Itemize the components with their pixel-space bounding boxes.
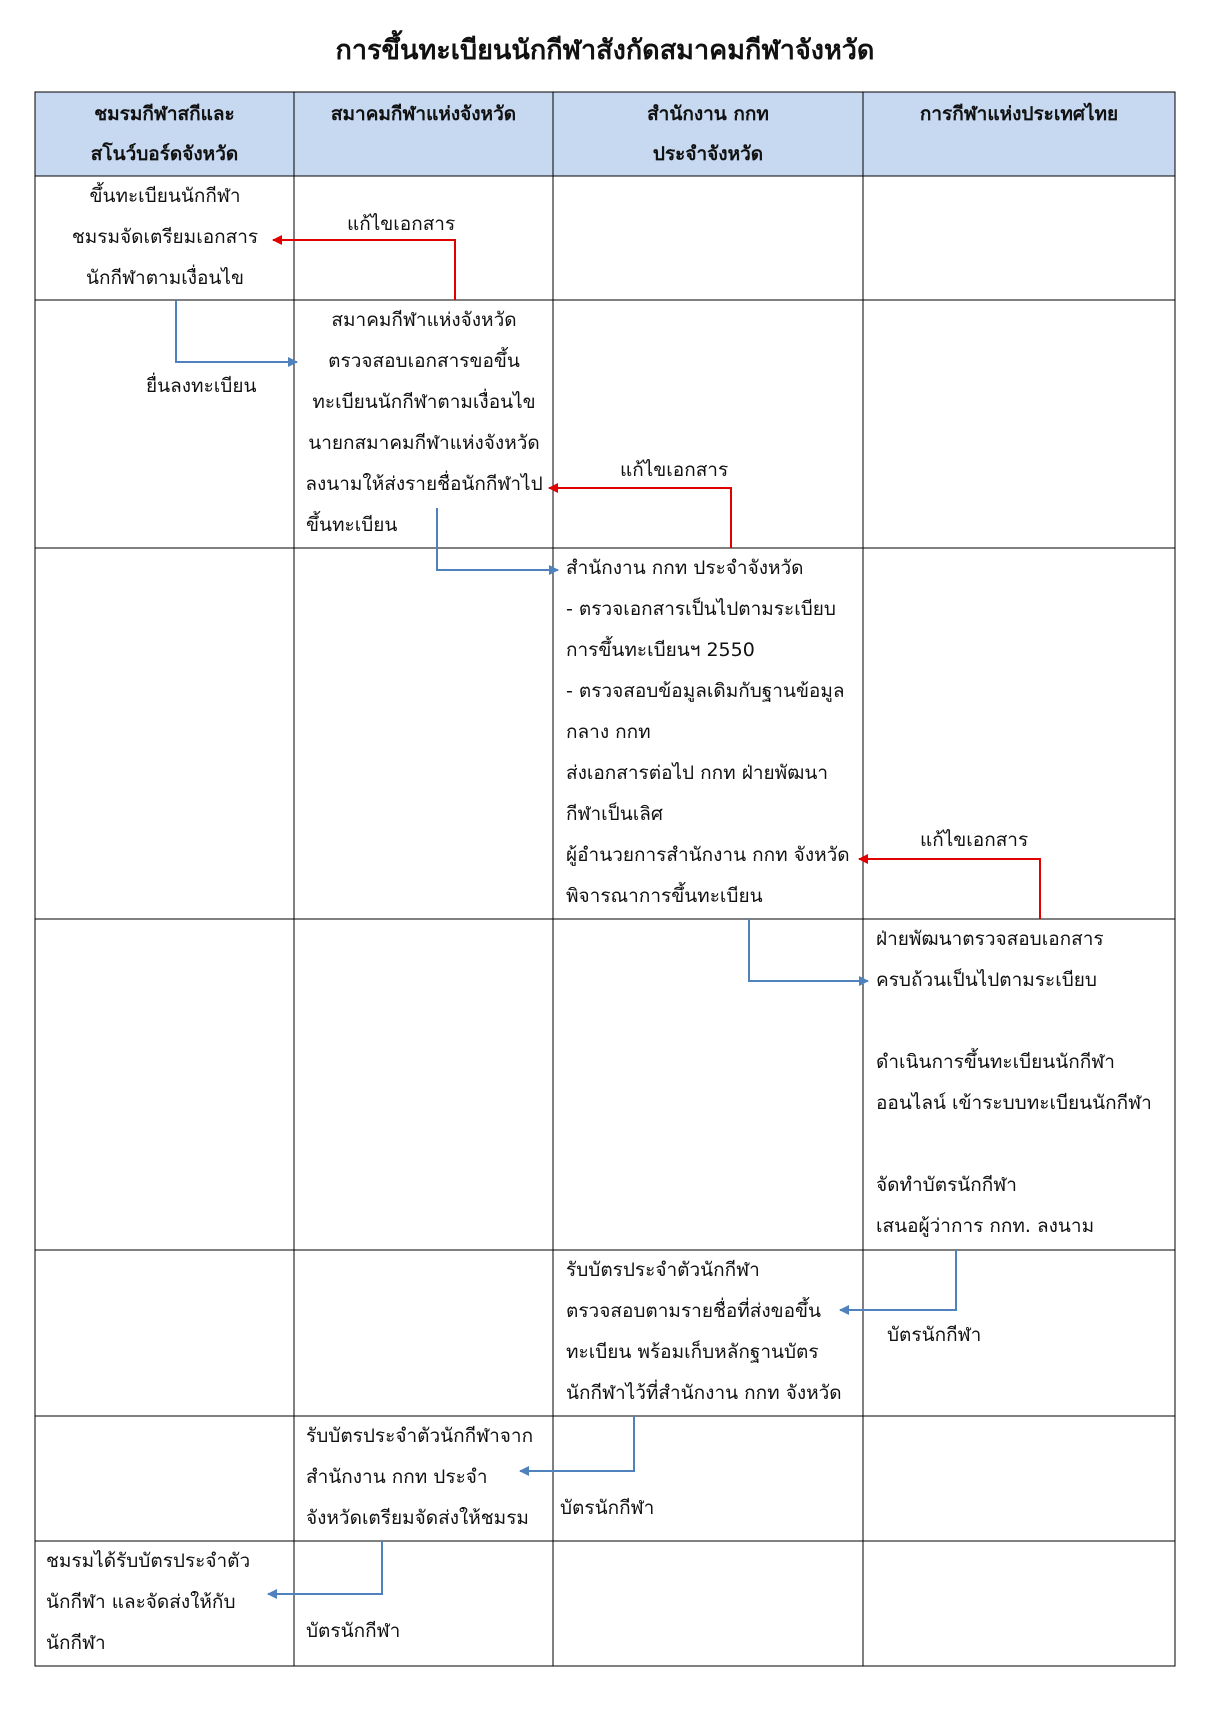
step-line: ออนไลน์ เข้าระบบทะเบียนนักกีฬา xyxy=(876,1092,1152,1114)
step-line: สำนักงาน กกท ประจำ xyxy=(306,1466,488,1488)
step-line: จัดทำบัตรนักกีฬา xyxy=(876,1174,1017,1196)
arrow-office-to-sat xyxy=(748,919,869,986)
step-line: ลงนามให้ส่งรายชื่อนักกีฬาไป xyxy=(305,473,543,495)
step-spacer xyxy=(876,1124,1174,1165)
step-line: สำนักงาน กกท ประจำจังหวัด xyxy=(566,557,804,579)
arrow-assoc-to-office xyxy=(436,508,559,575)
step-line: นักกีฬาตามเงื่อนไข xyxy=(86,267,244,289)
step-line: การขึ้นทะเบียนฯ 2550 xyxy=(566,639,755,661)
step-line: จังหวัดเตรียมจัดส่งให้ชมรม xyxy=(306,1507,529,1529)
arrow-fix-docs-3 xyxy=(858,854,1041,919)
step-club-register: ขึ้นทะเบียนนักกีฬา ชมรมจัดเตรียมเอกสาร น… xyxy=(55,176,275,299)
step-line: ขึ้นทะเบียน xyxy=(306,514,398,536)
step-line: ดำเนินการขึ้นทะเบียนนักกีฬา xyxy=(876,1051,1115,1073)
lane-header-line: การกีฬาแห่งประเทศไทย xyxy=(919,103,1119,125)
step-line: นักกีฬา และจัดส่งให้กับ xyxy=(46,1591,236,1613)
step-line: ตรวจสอบเอกสารขอขึ้น xyxy=(328,350,520,372)
step-line: ชมรมจัดเตรียมเอกสาร xyxy=(71,226,259,248)
arrow-card-1 xyxy=(839,1250,957,1315)
step-line: นายกสมาคมกีฬาแห่งจังหวัด xyxy=(308,432,540,454)
step-line: กีฬาเป็นเลิศ xyxy=(566,803,663,825)
step-line: - ตรวจสอบข้อมูลเดิมกับฐานข้อมูล xyxy=(566,680,845,702)
step-line: นักกีฬา xyxy=(46,1632,106,1654)
arrow-submit xyxy=(175,300,298,367)
step-line: เสนอผู้ว่าการ กกท. ลงนาม xyxy=(876,1215,1095,1237)
arrow-card-3 xyxy=(267,1541,383,1599)
step-line: ขึ้นทะเบียนนักกีฬา xyxy=(89,185,241,207)
step-line: ฝ่ายพัฒนาตรวจสอบเอกสาร xyxy=(876,928,1104,950)
step-line: ชมรมได้รับบัตรประจำตัว xyxy=(46,1550,251,1572)
step-association-receive: รับบัตรประจำตัวนักกีฬาจาก สำนักงาน กกท ป… xyxy=(306,1416,552,1539)
step-line: พิจารณาการขึ้นทะเบียน xyxy=(566,885,763,907)
lane-header-sat: การกีฬาแห่งประเทศไทย xyxy=(863,92,1175,176)
lane-header-line: ชมรมกีฬาสกีและ xyxy=(94,103,235,125)
step-line: รับบัตรประจำตัวนักกีฬาจาก xyxy=(306,1425,534,1447)
step-line: สมาคมกีฬาแห่งจังหวัด xyxy=(331,309,517,331)
step-line: ทะเบียน พร้อมเก็บหลักฐานบัตร xyxy=(566,1341,819,1363)
lane-header-provincial-office: สำนักงาน กกท ประจำจังหวัด xyxy=(553,92,863,176)
edge-label-fix-docs-1: แก้ไขเอกสาร xyxy=(347,213,456,235)
edge-label-card-2: บัตรนักกีฬา xyxy=(560,1497,655,1519)
lane-header-club: ชมรมกีฬาสกีและ สโนว์บอร์ดจังหวัด xyxy=(35,92,294,176)
step-line: กลาง กกท xyxy=(566,721,651,743)
step-line: ตรวจสอบตามรายชื่อที่ส่งขอขึ้น xyxy=(566,1300,822,1322)
edge-label-card-1: บัตรนักกีฬา xyxy=(887,1324,982,1346)
edge-label-fix-docs-3: แก้ไขเอกสาร xyxy=(920,829,1029,851)
step-line: ผู้อำนวยการสำนักงาน กกท จังหวัด xyxy=(566,844,850,866)
step-line: ส่งเอกสารต่อไป กกท ฝ่ายพัฒนา xyxy=(566,762,829,784)
step-provincial-office-check: สำนักงาน กกท ประจำจังหวัด - ตรวจเอกสารเป… xyxy=(566,548,862,917)
lane-header-line: สมาคมกีฬาแห่งจังหวัด xyxy=(330,103,517,125)
step-provincial-office-receive: รับบัตรประจำตัวนักกีฬา ตรวจสอบตามรายชื่อ… xyxy=(566,1250,862,1414)
step-association-check: สมาคมกีฬาแห่งจังหวัด ตรวจสอบเอกสารขอขึ้น… xyxy=(298,300,550,546)
step-club-receive: ชมรมได้รับบัตรประจำตัว นักกีฬา และจัดส่ง… xyxy=(46,1541,292,1664)
step-line: รับบัตรประจำตัวนักกีฬา xyxy=(566,1259,760,1281)
page-title: การขึ้นทะเบียนนักกีฬาสังกัดสมาคมกีฬาจังห… xyxy=(335,35,875,66)
step-spacer xyxy=(876,1001,1174,1042)
lane-header-line: สำนักงาน กกท xyxy=(647,103,769,125)
lane-header-line: สโนว์บอร์ดจังหวัด xyxy=(90,143,239,165)
step-sat-check: ฝ่ายพัฒนาตรวจสอบเอกสาร ครบถ้วนเป็นไปตามร… xyxy=(876,919,1174,1247)
step-line: - ตรวจเอกสารเป็นไปตามระเบียบ xyxy=(566,598,836,620)
lane-header-line: ประจำจังหวัด xyxy=(652,143,764,165)
arrow-fix-docs-1-line xyxy=(272,235,456,300)
step-line: ทะเบียนนักกีฬาตามเงื่อนไข xyxy=(312,391,536,413)
arrow-card-2 xyxy=(519,1416,635,1476)
step-line: นักกีฬาไว้ที่สำนักงาน กกท จังหวัด xyxy=(566,1382,842,1404)
step-line: ครบถ้วนเป็นไปตามระเบียบ xyxy=(876,969,1097,991)
edge-label-card-3: บัตรนักกีฬา xyxy=(306,1620,401,1642)
edge-label-fix-docs-2: แก้ไขเอกสาร xyxy=(620,459,729,481)
edge-label-submit: ยื่นลงทะเบียน xyxy=(146,375,257,397)
lane-header-association: สมาคมกีฬาแห่งจังหวัด xyxy=(294,92,553,176)
arrow-fix-docs-2 xyxy=(548,483,732,548)
